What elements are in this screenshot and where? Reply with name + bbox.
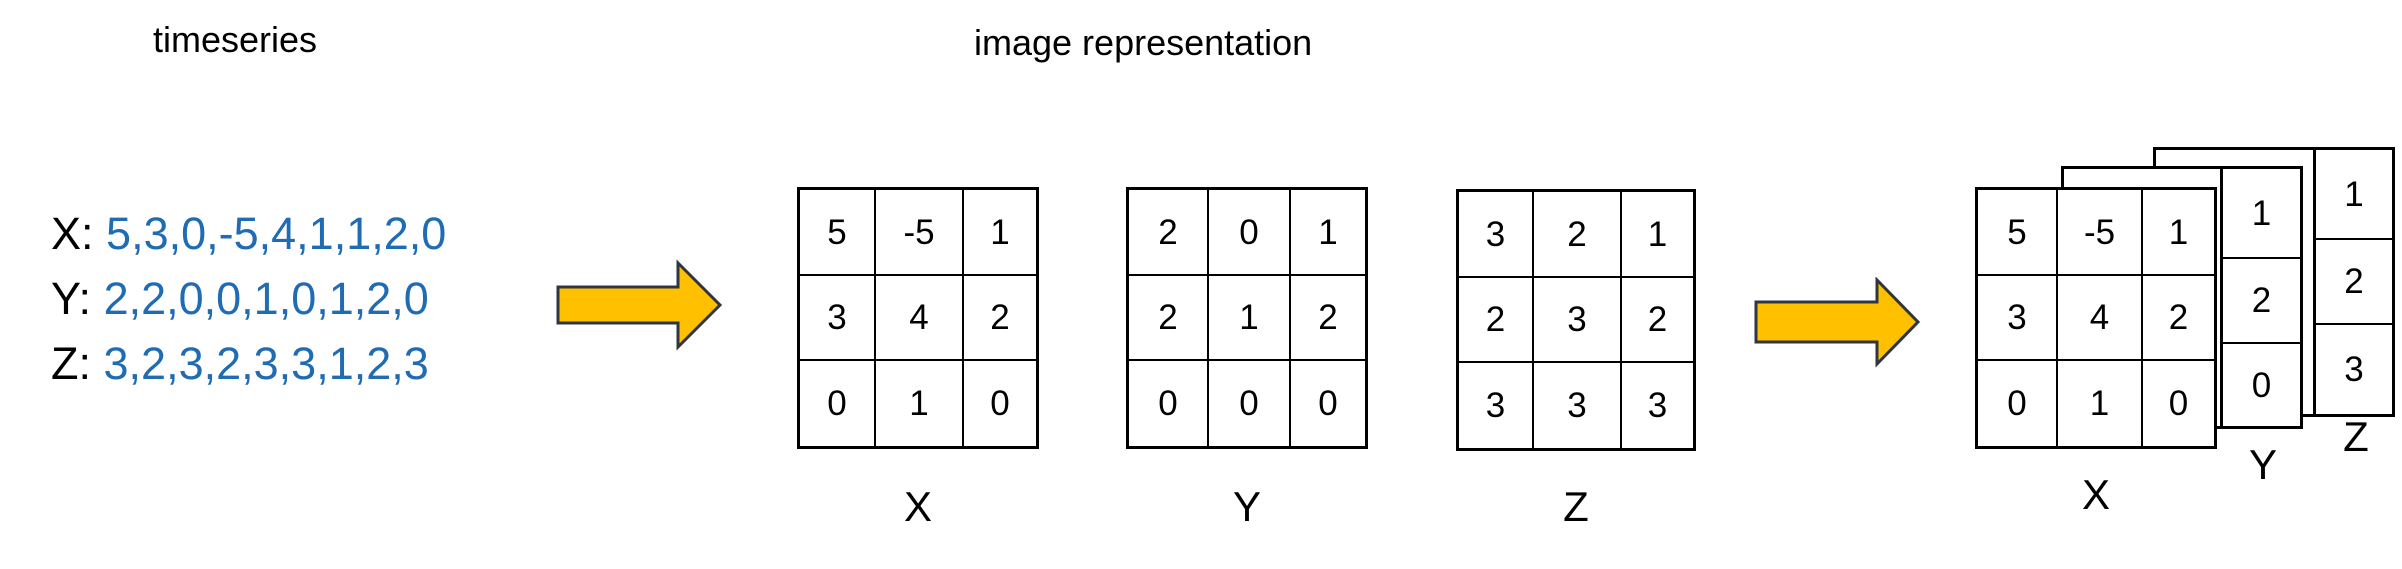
arrow-right-icon — [1754, 277, 1921, 368]
matrix-cell: 3 — [1978, 276, 2058, 361]
matrix-cell: 0 — [1209, 361, 1291, 446]
matrix-cell: 2 — [2316, 240, 2392, 325]
matrix-cell: 2 — [964, 276, 1036, 361]
series-x-values: 5,3,0,-5,4,1,1,2,0 — [106, 208, 447, 259]
matrix-cell: 0 — [2168, 384, 2189, 423]
matrix-cell: 3 — [1459, 363, 1534, 448]
matrix-y-label: Y — [1232, 483, 1261, 530]
series-y-name: Y: — [51, 273, 92, 324]
series-y-values: 2,2,0,0,1,0,1,2,0 — [103, 273, 429, 324]
matrix-cell: 0 — [990, 384, 1010, 423]
stack-y-column: 1 2 0 — [2220, 166, 2303, 429]
series-z-values: 3,2,3,2,3,3,1,2,3 — [103, 338, 429, 389]
matrix-z-grid: 3 2 1 2 3 2 3 3 3 — [1456, 189, 1696, 451]
matrix-cell: 5 — [1978, 190, 2058, 276]
timeseries-heading: timeseries — [153, 19, 318, 60]
matrix-cell: 0 — [1318, 384, 1338, 423]
matrix-cell: -5 — [876, 190, 964, 276]
matrix-cell: 1 — [964, 190, 1036, 276]
matrix-cell: 5 — [800, 190, 876, 276]
matrix-cell: 3 — [1647, 386, 1668, 425]
matrix-cell: 4 — [876, 276, 964, 361]
stack-x-label: X — [2081, 471, 2110, 518]
matrix-cell: 0 — [1978, 361, 2058, 446]
matrix-x-grid: 5 -5 1 3 4 2 0 1 0 — [797, 187, 1039, 449]
matrix-cell: 1 — [2223, 169, 2300, 259]
image-representation-heading: image representation — [974, 22, 1313, 63]
matrix-cell: 3 — [1534, 363, 1622, 448]
matrix-cell: 1 — [876, 361, 964, 446]
matrix-cell: 1 — [1209, 276, 1291, 361]
matrix-cell: 3 — [1534, 278, 1622, 363]
stack-z-label: Z — [2343, 413, 2369, 460]
matrix-cell: 2 — [1129, 276, 1209, 361]
matrix-cell: 2 — [1534, 192, 1622, 278]
matrix-cell: 3 — [800, 276, 876, 361]
stack-z-column: 1 2 3 — [2313, 147, 2395, 417]
matrix-cell: 0 — [1209, 190, 1291, 276]
matrix-cell: 1 — [2143, 190, 2214, 276]
series-x-name: X: — [51, 208, 94, 259]
matrix-cell: 1 — [2058, 361, 2143, 446]
matrix-cell: 1 — [1291, 190, 1365, 276]
matrix-cell: 1 — [2316, 150, 2392, 240]
arrow-right-icon — [556, 259, 723, 351]
matrix-cell: 2 — [1129, 190, 1209, 276]
matrix-cell: 2 — [1622, 278, 1693, 363]
matrix-cell: 1 — [1622, 192, 1693, 278]
stack-y-label: Y — [2248, 441, 2277, 488]
matrix-cell: 2 — [1459, 278, 1534, 363]
matrix-cell: 3 — [1459, 192, 1534, 278]
matrix-cell: 0 — [1129, 361, 1209, 446]
stack-x-grid: 5 -5 1 3 4 2 0 1 0 — [1975, 187, 2217, 449]
matrix-x-label: X — [903, 483, 932, 530]
matrix-z-label: Z — [1563, 483, 1589, 530]
matrix-cell: 3 — [2344, 350, 2364, 389]
series-y-line: Y: 2,2,0,0,1,0,1,2,0 — [51, 276, 429, 321]
matrix-cell: 2 — [2143, 276, 2214, 361]
matrix-cell: 4 — [2058, 276, 2143, 361]
matrix-cell: 0 — [2251, 365, 2272, 405]
matrix-cell: -5 — [2058, 190, 2143, 276]
matrix-cell: 0 — [800, 361, 876, 446]
series-z-name: Z: — [51, 338, 91, 389]
series-x-line: X: 5,3,0,-5,4,1,1,2,0 — [51, 211, 446, 256]
matrix-cell: 2 — [1291, 276, 1365, 361]
series-z-line: Z: 3,2,3,2,3,3,1,2,3 — [51, 341, 429, 386]
matrix-cell: 2 — [2223, 259, 2300, 344]
matrix-y-grid: 2 0 1 2 1 2 0 0 0 — [1126, 187, 1368, 449]
